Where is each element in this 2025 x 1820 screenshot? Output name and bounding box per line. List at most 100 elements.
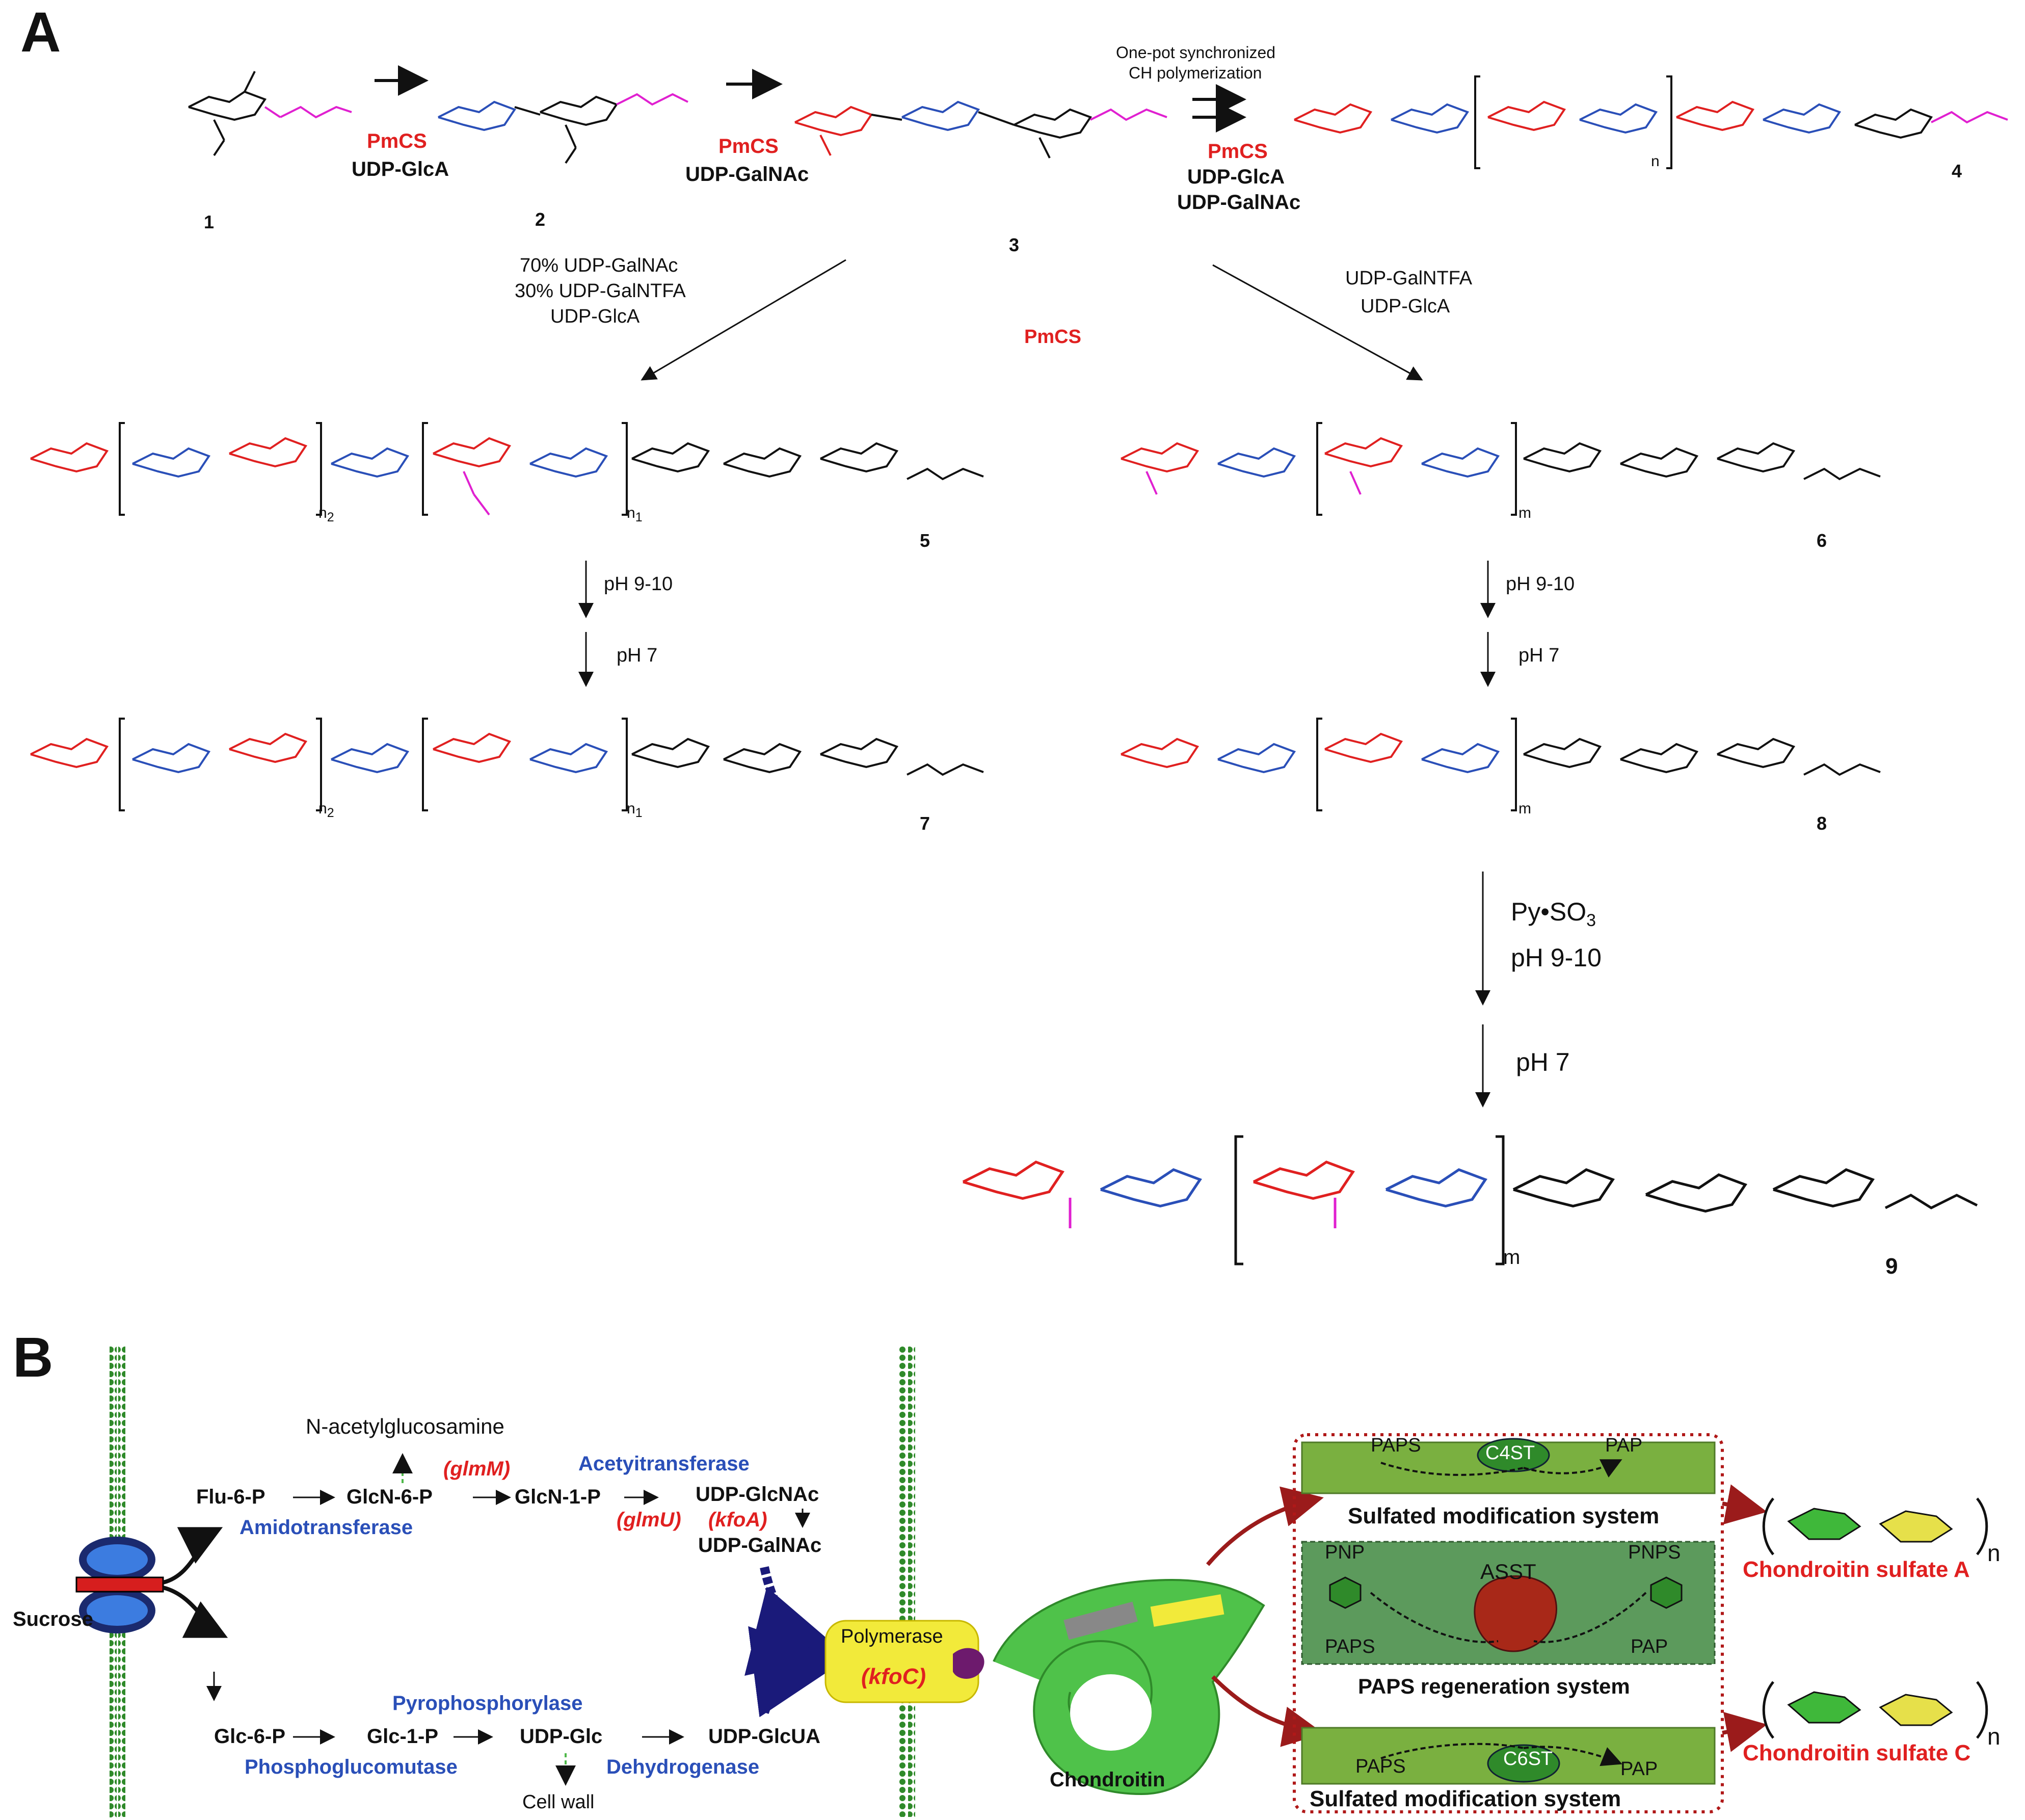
sucrose-label: Sucrose: [13, 1608, 93, 1630]
polymerase-label: Polymerase: [841, 1626, 943, 1647]
paps-regeneration-label: PAPS regeneration system: [1358, 1674, 1630, 1698]
compound-label-9: 9: [1885, 1254, 1898, 1279]
c4st-label: C4ST: [1485, 1442, 1535, 1464]
compound-8-structure: [1120, 718, 1881, 811]
udp-glcua: UDP-GlcUA: [708, 1725, 821, 1748]
paps-bottom: PAPS: [1355, 1756, 1406, 1777]
compound-label-1: 1: [204, 212, 215, 232]
gene-glmu: (glmU): [617, 1509, 681, 1531]
flu-6-p: Flu-6-P: [196, 1486, 265, 1508]
step3-note2: CH polymerization: [1129, 64, 1262, 82]
compound-label-8: 8: [1817, 813, 1827, 834]
udp-galnac: UDP-GalNAc: [698, 1534, 822, 1557]
sulfated-system-2: Sulfated modification system: [1310, 1786, 1621, 1811]
enzyme-amidotransferase: Amidotransferase: [239, 1516, 413, 1539]
asst-label: ASST: [1480, 1560, 1536, 1584]
step1-enzyme: PmCS: [367, 130, 427, 152]
gene-kfoc: (kfoC): [861, 1664, 926, 1689]
c6st-label: C6ST: [1503, 1748, 1553, 1770]
enzyme-dehydrogenase: Dehydrogenase: [606, 1756, 760, 1778]
compound-5-structure: [30, 422, 984, 516]
glc-6-p: Glc-6-P: [214, 1725, 286, 1748]
pnp-label: PNP: [1325, 1542, 1365, 1563]
chondroitin-sulfate-a-label: Chondroitin sulfate A: [1743, 1557, 1970, 1582]
chondroitin-label: Chondroitin: [1050, 1769, 1165, 1791]
deprotect-left-step1: pH 9-10: [604, 573, 673, 595]
pap-bottom: PAP: [1620, 1758, 1658, 1780]
branch-left-donor3: UDP-GlcA: [550, 306, 640, 327]
sulfation-step1: pH 9-10: [1511, 943, 1602, 972]
branch-left-donor1: 70% UDP-GalNAc: [520, 255, 678, 276]
compound-label-3: 3: [1009, 234, 1020, 255]
cs-c-subscript: n: [1987, 1723, 2001, 1750]
compound-label-2: 2: [535, 209, 546, 230]
pnps-label: PNPS: [1628, 1542, 1681, 1563]
cs-a-subscript: n: [1987, 1540, 2001, 1566]
sulfated-system-1: Sulfated modification system: [1348, 1504, 1660, 1528]
pap-mid: PAP: [1631, 1636, 1668, 1657]
branch-enzyme: PmCS: [1024, 326, 1081, 348]
step3-enzyme: PmCS: [1208, 140, 1268, 163]
sulfation-reagent: Py•SO3: [1511, 898, 1596, 930]
panel-label-a: A: [20, 1, 61, 64]
compound-9-structure: [963, 1135, 1978, 1265]
chondroitin-sulfate-c-label: Chondroitin sulfate C: [1743, 1740, 1971, 1765]
deprotect-left-step2: pH 7: [617, 645, 658, 666]
chondroitin-sulfate-c-structure: [1762, 1681, 1988, 1739]
subscript-n: n: [1651, 153, 1660, 170]
compound-1-structure: [188, 71, 352, 156]
step3-donor1: UDP-GlcA: [1187, 166, 1285, 188]
arrow-branch-right: [1212, 264, 1423, 381]
compound-7-structure: [30, 718, 984, 811]
enzyme-pyrophosphorylase: Pyrophosphorylase: [392, 1692, 583, 1715]
sucrose-transporter-icon: [75, 1537, 164, 1633]
udp-glc: UDP-Glc: [520, 1725, 603, 1748]
gene-kfoa: (kfoA): [708, 1509, 767, 1531]
cell-wall-label: Cell wall: [522, 1791, 595, 1813]
gene-glmm: (glmM): [443, 1458, 511, 1480]
step2-donor: UDP-GalNAc: [685, 163, 809, 186]
subscript-m-9: m: [1503, 1246, 1521, 1269]
subscript-m-8: m: [1518, 800, 1531, 817]
deprotect-right-step2: pH 7: [1518, 645, 1560, 666]
step3-donor2: UDP-GalNAc: [1177, 191, 1301, 214]
glcn-6-p: GlcN-6-P: [347, 1486, 433, 1508]
glc-1-p: Glc-1-P: [367, 1725, 439, 1748]
step1-donor: UDP-GlcA: [352, 158, 449, 180]
membrane-right-a: [899, 1346, 907, 1817]
step2-enzyme: PmCS: [718, 135, 779, 157]
subscript-n1-5: n1: [627, 505, 643, 524]
chondroitin-sulfate-a-structure: [1762, 1497, 1988, 1555]
subscript-n2-7: n2: [318, 800, 334, 820]
enzyme-phosphoglucomutase: Phosphoglucomutase: [245, 1756, 458, 1778]
branch-right-donor1: UDP-GalNTFA: [1345, 268, 1473, 289]
pap-top: PAP: [1605, 1435, 1643, 1456]
subscript-m-6: m: [1518, 505, 1531, 521]
compound-3-structure: [794, 101, 1167, 159]
compound-6-structure: [1120, 422, 1881, 516]
paps-top: PAPS: [1371, 1435, 1421, 1456]
udp-glcnac: UDP-GlcNAc: [696, 1483, 819, 1506]
branch-left-donor2: 30% UDP-GalNTFA: [515, 280, 686, 302]
sulfation-step2: pH 7: [1516, 1048, 1570, 1076]
compound-label-4: 4: [1952, 161, 1962, 181]
compound-label-5: 5: [920, 530, 930, 551]
compound-label-7: 7: [920, 813, 930, 834]
deprotect-right-step1: pH 9-10: [1506, 573, 1575, 595]
compound-label-6: 6: [1817, 530, 1827, 551]
glcn-1-p: GlcN-1-P: [515, 1486, 601, 1508]
membrane-right-b: [908, 1346, 915, 1817]
step3-note1: One-pot synchronized: [1116, 43, 1276, 62]
enzyme-system-frame: [1293, 1433, 1724, 1813]
paps-mid: PAPS: [1325, 1636, 1375, 1657]
nacetylglucosamine-label: N-acetylglucosamine: [306, 1414, 504, 1438]
subscript-n2-5: n2: [318, 505, 334, 524]
panel-label-b: B: [13, 1326, 54, 1389]
arrow-branch-left: [641, 259, 846, 381]
compound-2-structure: [437, 93, 688, 164]
compound-4-structure: [1293, 75, 2008, 169]
subscript-n1-7: n1: [627, 800, 643, 820]
branch-right-donor2: UDP-GlcA: [1361, 296, 1450, 317]
enzyme-acetyltransferase: Acetyitransferase: [578, 1453, 750, 1475]
